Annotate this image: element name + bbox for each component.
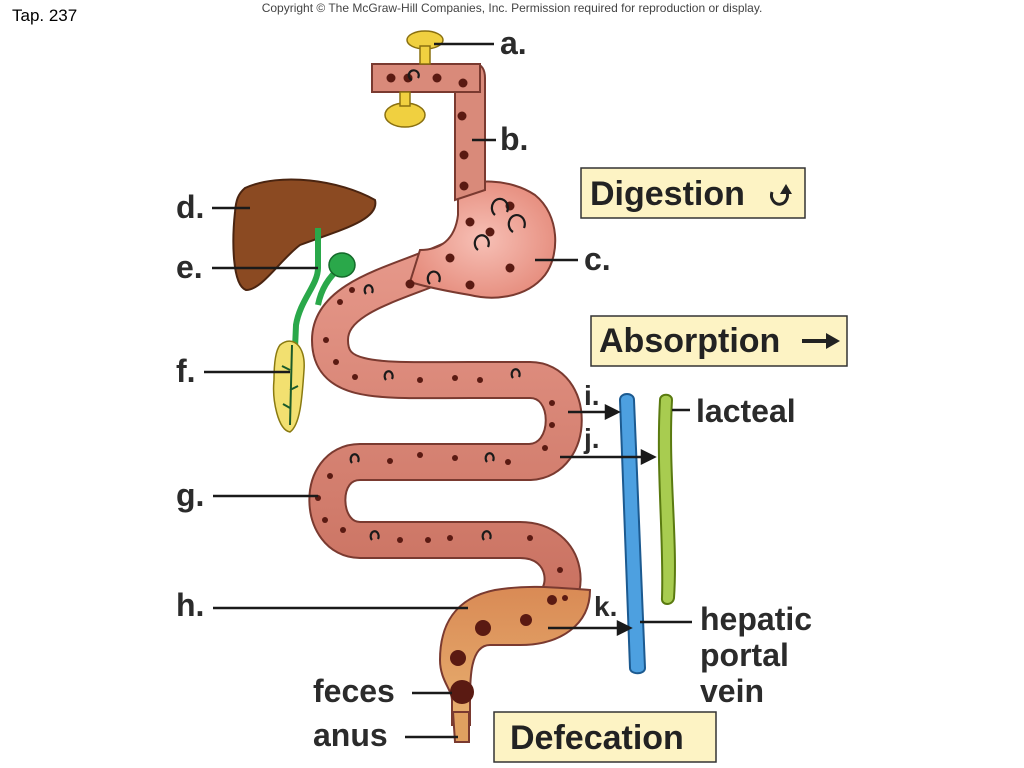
- digestion-box-text: Digestion: [590, 175, 745, 213]
- copyright-notice: Copyright © The McGraw-Hill Companies, I…: [262, 1, 763, 15]
- stomach: [408, 180, 557, 299]
- pancreas: [272, 340, 305, 433]
- label-e: e.: [176, 249, 203, 285]
- absorption-box: Absorption: [590, 315, 848, 367]
- defecation-box-text: Defecation: [510, 719, 684, 757]
- swirl-arrowhead-icon: [780, 184, 792, 194]
- label-hepatic: hepatic: [700, 601, 812, 637]
- digestion-swirls: [349, 69, 526, 541]
- digestive-tract: [308, 63, 592, 743]
- large-intestine: [438, 585, 592, 726]
- absorption-arrows: [548, 403, 657, 637]
- label-lacteal: lacteal: [696, 393, 796, 429]
- absorption-box-text: Absorption: [599, 322, 780, 360]
- anus-canal: [451, 711, 470, 743]
- label-i: i.: [584, 380, 600, 411]
- label-portal: portal: [700, 637, 789, 673]
- label-f: f.: [176, 353, 196, 389]
- label-anus: anus: [313, 717, 388, 753]
- hepatic-portal-vein: [618, 393, 647, 675]
- label-k: k.: [594, 591, 617, 622]
- pharynx: [371, 63, 481, 93]
- liver: [232, 178, 377, 292]
- arrow-right-head-icon: [826, 333, 840, 349]
- label-d: d.: [176, 189, 204, 225]
- label-g: g.: [176, 477, 204, 513]
- digestion-box: Digestion: [580, 167, 806, 219]
- label-j: j.: [583, 423, 600, 454]
- label-a: a.: [500, 25, 527, 61]
- label-feces: feces: [313, 673, 395, 709]
- label-h: h.: [176, 587, 204, 623]
- swirl-icon: [770, 189, 789, 206]
- label-b: b.: [500, 121, 528, 157]
- slide-reference: Tap. 237: [12, 6, 77, 25]
- defecation-box: Defecation: [493, 711, 717, 763]
- lacteal-vessel: [657, 393, 676, 605]
- leader-lines: [204, 42, 692, 739]
- pancreatic-duct: [281, 344, 299, 426]
- label-vein: vein: [700, 673, 764, 709]
- small-intestine: [310, 233, 581, 629]
- label-c: c.: [584, 241, 611, 277]
- tract-food-particles: [315, 73, 568, 704]
